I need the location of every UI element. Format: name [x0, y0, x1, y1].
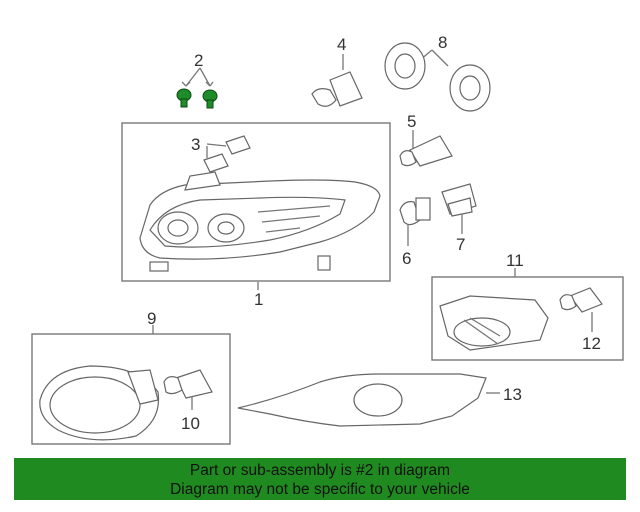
bulb-part-6[interactable] [399, 197, 431, 246]
callout-6: 6 [402, 249, 411, 268]
callout-4: 4 [337, 35, 346, 54]
bezel-part-13[interactable] [237, 373, 500, 427]
callout-5: 5 [407, 112, 416, 131]
callout-1: 1 [254, 290, 263, 309]
socket-part-7[interactable] [441, 183, 477, 234]
callout-7: 7 [456, 235, 465, 254]
callout-13: 13 [503, 385, 522, 404]
banner-line-1: Part or sub-assembly is #2 in diagram [189, 462, 451, 479]
callout-12: 12 [582, 334, 601, 353]
parts-diagram: 2 3 4 8 5 6 7 1 11 12 9 10 13 [31, 33, 624, 445]
callout-8: 8 [438, 33, 447, 52]
callout-2: 2 [194, 51, 203, 70]
callout-9: 9 [147, 309, 156, 328]
callout-3: 3 [191, 135, 200, 154]
bulb-part-10[interactable] [163, 369, 213, 410]
fog-light-right-box [431, 276, 624, 361]
fog-light-assembly-11[interactable] [439, 268, 549, 351]
info-banner: Part or sub-assembly is #2 in diagram Di… [14, 458, 626, 500]
clip-part-3[interactable] [203, 135, 251, 173]
callout-10: 10 [181, 414, 200, 433]
fog-light-left-box [31, 333, 231, 445]
cap-part-8[interactable] [384, 42, 491, 112]
headlight-assembly[interactable] [139, 171, 381, 272]
fog-light-assembly-9[interactable] [39, 325, 160, 441]
bulb-part-4[interactable] [311, 54, 363, 107]
headlight-group-box [121, 122, 391, 282]
bulb-part-5[interactable] [399, 130, 453, 167]
screw-part-2[interactable] [176, 67, 218, 109]
bulb-part-12[interactable] [559, 287, 603, 332]
banner-line-2: Diagram may not be specific to your vehi… [170, 481, 470, 498]
callout-11: 11 [506, 251, 524, 270]
